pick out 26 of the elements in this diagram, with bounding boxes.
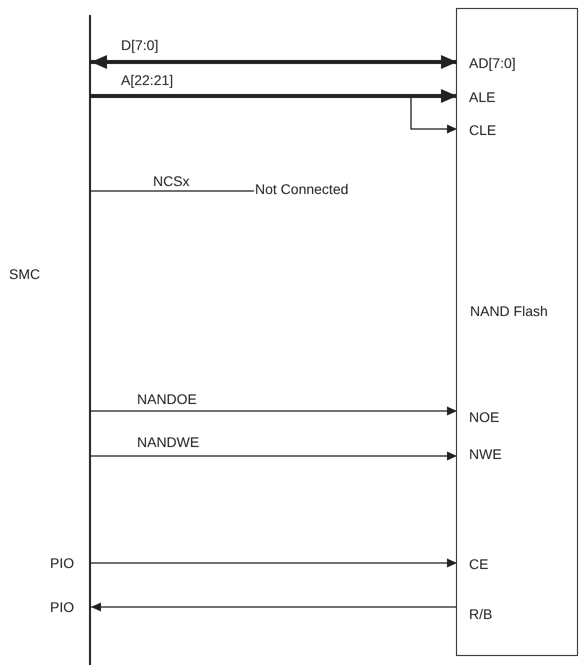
block-label: SMC [9,266,40,282]
pin-label: R/B [457,604,567,624]
signal-arrow [91,602,457,612]
pin-label: NOE [457,407,567,427]
pin-label: AD[7:0] [457,53,567,73]
edge-label: D[7:0] [121,37,158,53]
edge-label: A[22:21] [121,72,174,88]
signal-arrow [91,89,457,103]
signal-line [91,190,254,192]
edge-label: NANDWE [137,434,200,450]
source-label: PIO [50,599,74,615]
pin-label: CLE [457,120,567,140]
signal-arrow [91,55,457,69]
pin-label: CE [457,554,567,574]
source-label: PIO [50,555,74,571]
edge-label: NANDOE [137,391,197,407]
chip-label: NAND Flash [470,303,548,319]
signal-arrow [91,95,457,134]
pin-label: NWE [457,444,567,464]
signal-note: Not Connected [255,180,371,198]
signal-arrow [91,452,457,460]
signal-arrow [91,558,457,568]
pin-label: ALE [457,87,567,107]
chip-box [456,8,578,656]
signal-arrow [91,406,457,416]
edge-label: NCSx [153,173,190,189]
